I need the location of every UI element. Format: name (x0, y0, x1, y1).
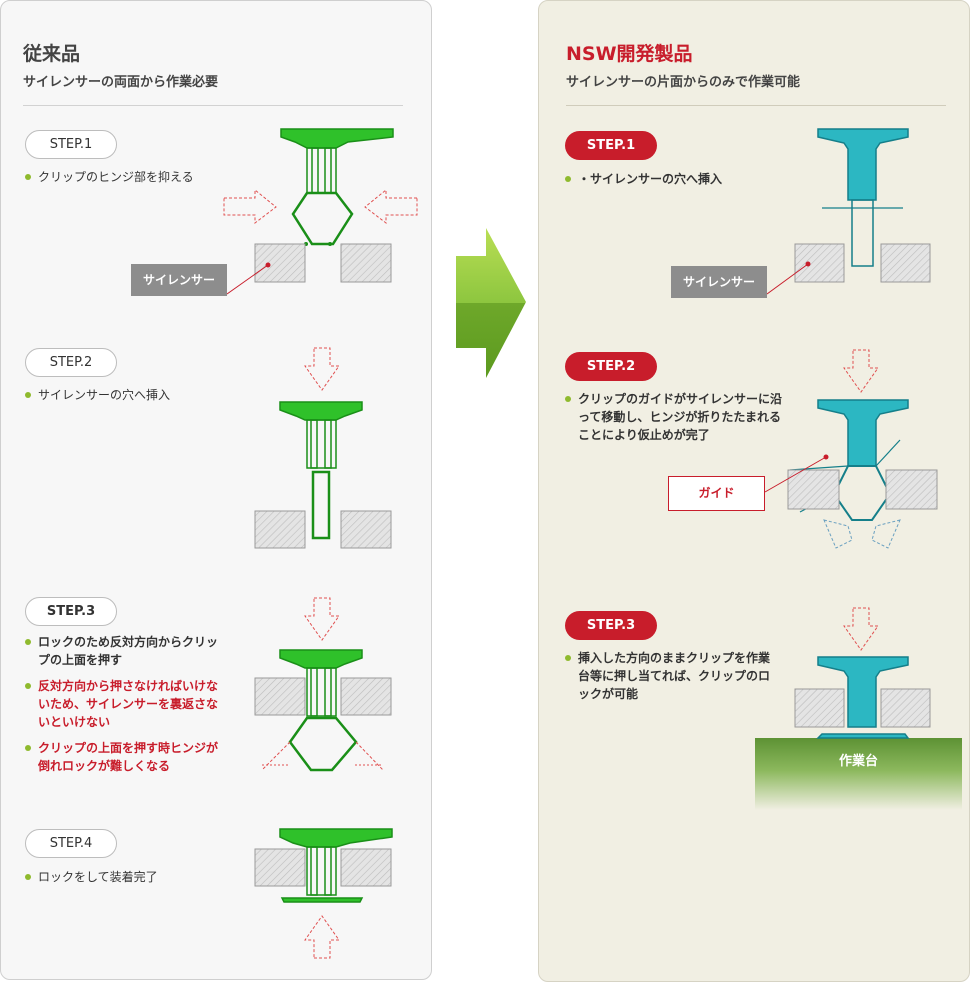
silencer-block (787, 469, 840, 510)
step-4-list: ロックをして装着完了 (25, 868, 225, 894)
clip-diagram-step1 (280, 128, 394, 246)
silencer-block (880, 243, 931, 283)
push-down-arrow-icon (843, 349, 879, 393)
silencer-block (880, 688, 931, 728)
transition-arrow-icon (456, 228, 526, 378)
silencer-block (340, 510, 392, 549)
step-3-warning: クリップの上面を押す時ヒンジが倒れロックが難しくなる (25, 739, 225, 775)
step-4-item: ロックをして装着完了 (25, 868, 225, 886)
nsw-step-1-list: ・サイレンサーの穴へ挿入 (565, 170, 765, 196)
silencer-block (340, 243, 392, 283)
nsw-step-2-list: クリップのガイドがサイレンサーに沿って移動し、ヒンジが折りたたまれることにより仮… (565, 390, 785, 452)
step-1-item: クリップのヒンジ部を抑える (25, 168, 225, 186)
step-3-warning: 反対方向から押さなければいけないため、サイレンサーを裏返さないといけない (25, 677, 225, 731)
silencer-block (794, 243, 845, 283)
step-2-list: サイレンサーの穴へ挿入 (25, 386, 225, 412)
clip-diagram-nsw-step1 (817, 128, 909, 267)
nsw-step-2-pill: STEP.2 (565, 352, 657, 381)
silencer-block (340, 848, 392, 887)
silencer-block (254, 510, 306, 549)
step-2-item: サイレンサーの穴へ挿入 (25, 386, 225, 404)
nsw-step-3-pill: STEP.3 (565, 611, 657, 640)
nsw-step-2-item: クリップのガイドがサイレンサーに沿って移動し、ヒンジが折りたたまれることにより仮… (565, 390, 785, 444)
silencer-label: サイレンサー (671, 266, 767, 298)
work-bench: 作業台 (755, 738, 962, 810)
clip-diagram-step2 (279, 401, 363, 540)
silencer-block (254, 243, 306, 283)
conventional-title: 従来品 (23, 43, 81, 65)
silencer-block (340, 677, 392, 716)
step-3-list: ロックのため反対方向からクリップの上面を押す 反対方向から押さなければいけないた… (25, 633, 225, 783)
silencer-block (794, 688, 845, 728)
clip-diagram-step4 (279, 828, 393, 903)
push-down-arrow-icon (843, 607, 879, 651)
nsw-subtitle: サイレンサーの片面からのみで作業可能 (566, 75, 801, 90)
guide-label: ガイド (668, 476, 765, 511)
clip-hinge-icon (328, 242, 332, 246)
step-3-pill: STEP.3 (25, 597, 117, 626)
divider (566, 105, 946, 106)
conventional-panel: 従来品 サイレンサーの両面から作業必要 (0, 0, 432, 980)
work-bench-label: 作業台 (838, 754, 878, 769)
silencer-block (885, 469, 938, 510)
push-down-arrow-icon (304, 597, 340, 641)
clip-diagram-nsw-step3 (816, 656, 910, 739)
nsw-title: NSW開発製品 (566, 43, 693, 65)
step-1-pill: STEP.1 (25, 130, 117, 159)
nsw-step-3-list: 挿入した方向のままクリップを作業台等に押し当てれば、クリップのロックが可能 (565, 649, 770, 711)
nsw-step-1-item: ・サイレンサーの穴へ挿入 (565, 170, 765, 188)
step-2-pill: STEP.2 (25, 348, 117, 377)
step-3-item: ロックのため反対方向からクリップの上面を押す (25, 633, 225, 669)
step-1-list: クリップのヒンジ部を抑える (25, 168, 225, 194)
nsw-step-3-item: 挿入した方向のままクリップを作業台等に押し当てれば、クリップのロックが可能 (565, 649, 770, 703)
divider (23, 105, 403, 106)
push-up-arrow-icon (304, 915, 340, 959)
step-4-pill: STEP.4 (25, 829, 117, 858)
silencer-block (254, 848, 306, 887)
conventional-subtitle: サイレンサーの両面から作業必要 (23, 75, 219, 90)
nsw-step-1-pill: STEP.1 (565, 131, 657, 160)
push-left-arrow-icon (364, 188, 418, 225)
push-right-arrow-icon (223, 188, 277, 225)
silencer-label: サイレンサー (131, 264, 227, 296)
silencer-block (254, 677, 306, 716)
push-down-arrow-icon (304, 347, 340, 391)
